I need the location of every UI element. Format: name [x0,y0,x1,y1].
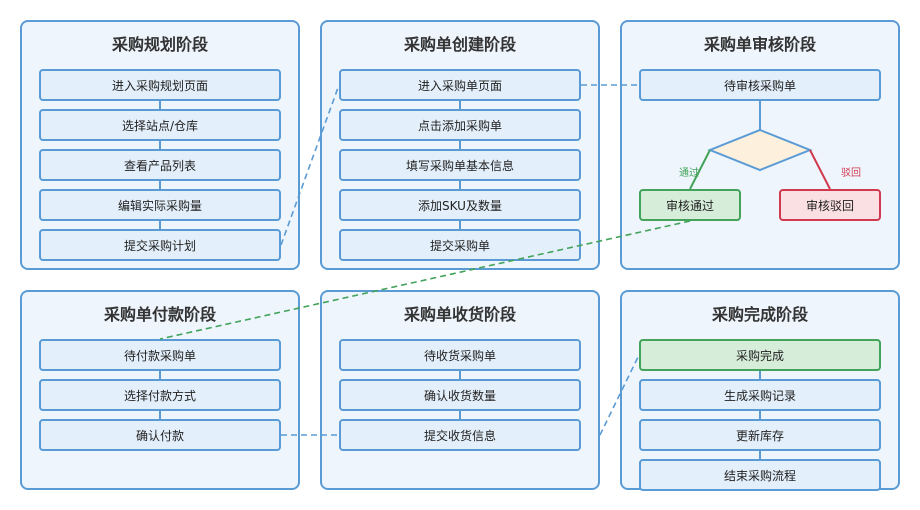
step-submit-order: 提交采购单 [339,229,581,261]
outcome-review-pass: 审核通过 [639,189,741,221]
step-fill-order-info: 填写采购单基本信息 [339,149,581,181]
stage-title: 采购单收货阶段 [403,305,516,324]
decision-review-result-label: 审核结果 [735,144,784,158]
step-end-purchase-flow: 结束采购流程 [639,459,881,491]
outcome-review-reject: 审核驳回 [779,189,881,221]
step-generate-purchase-record: 生成采购记录 [639,379,881,411]
step-pending-payment-order: 待付款采购单 [39,339,281,371]
edge-label-pass: 通过 [679,168,699,179]
step-confirm-received-quantity: 确认收货数量 [339,379,581,411]
step-view-product-list: 查看产品列表 [39,149,281,181]
step-enter-order-page: 进入采购单页面 [339,69,581,101]
step-update-inventory: 更新库存 [639,419,881,451]
stage-title: 采购单审核阶段 [703,35,816,54]
step-add-sku-quantity: 添加SKU及数量 [339,189,581,221]
stage-title: 采购完成阶段 [711,305,808,324]
step-submit-receipt-info: 提交收货信息 [339,419,581,451]
step-purchase-complete: 采购完成 [639,339,881,371]
step-submit-purchase-plan: 提交采购计划 [39,229,281,261]
step-select-site-warehouse: 选择站点/仓库 [39,109,281,141]
step-pending-receipt-order: 待收货采购单 [339,339,581,371]
stage-title: 采购单付款阶段 [103,305,216,324]
step-enter-planning-page: 进入采购规划页面 [39,69,281,101]
step-select-payment-method: 选择付款方式 [39,379,281,411]
step-edit-actual-quantity: 编辑实际采购量 [39,189,281,221]
edge-label-reject: 驳回 [841,168,861,179]
stage-title: 采购单创建阶段 [403,35,516,54]
step-confirm-payment: 确认付款 [39,419,281,451]
step-click-add-order: 点击添加采购单 [339,109,581,141]
stage-title: 采购规划阶段 [111,35,208,54]
step-pending-review-order: 待审核采购单 [639,69,881,101]
